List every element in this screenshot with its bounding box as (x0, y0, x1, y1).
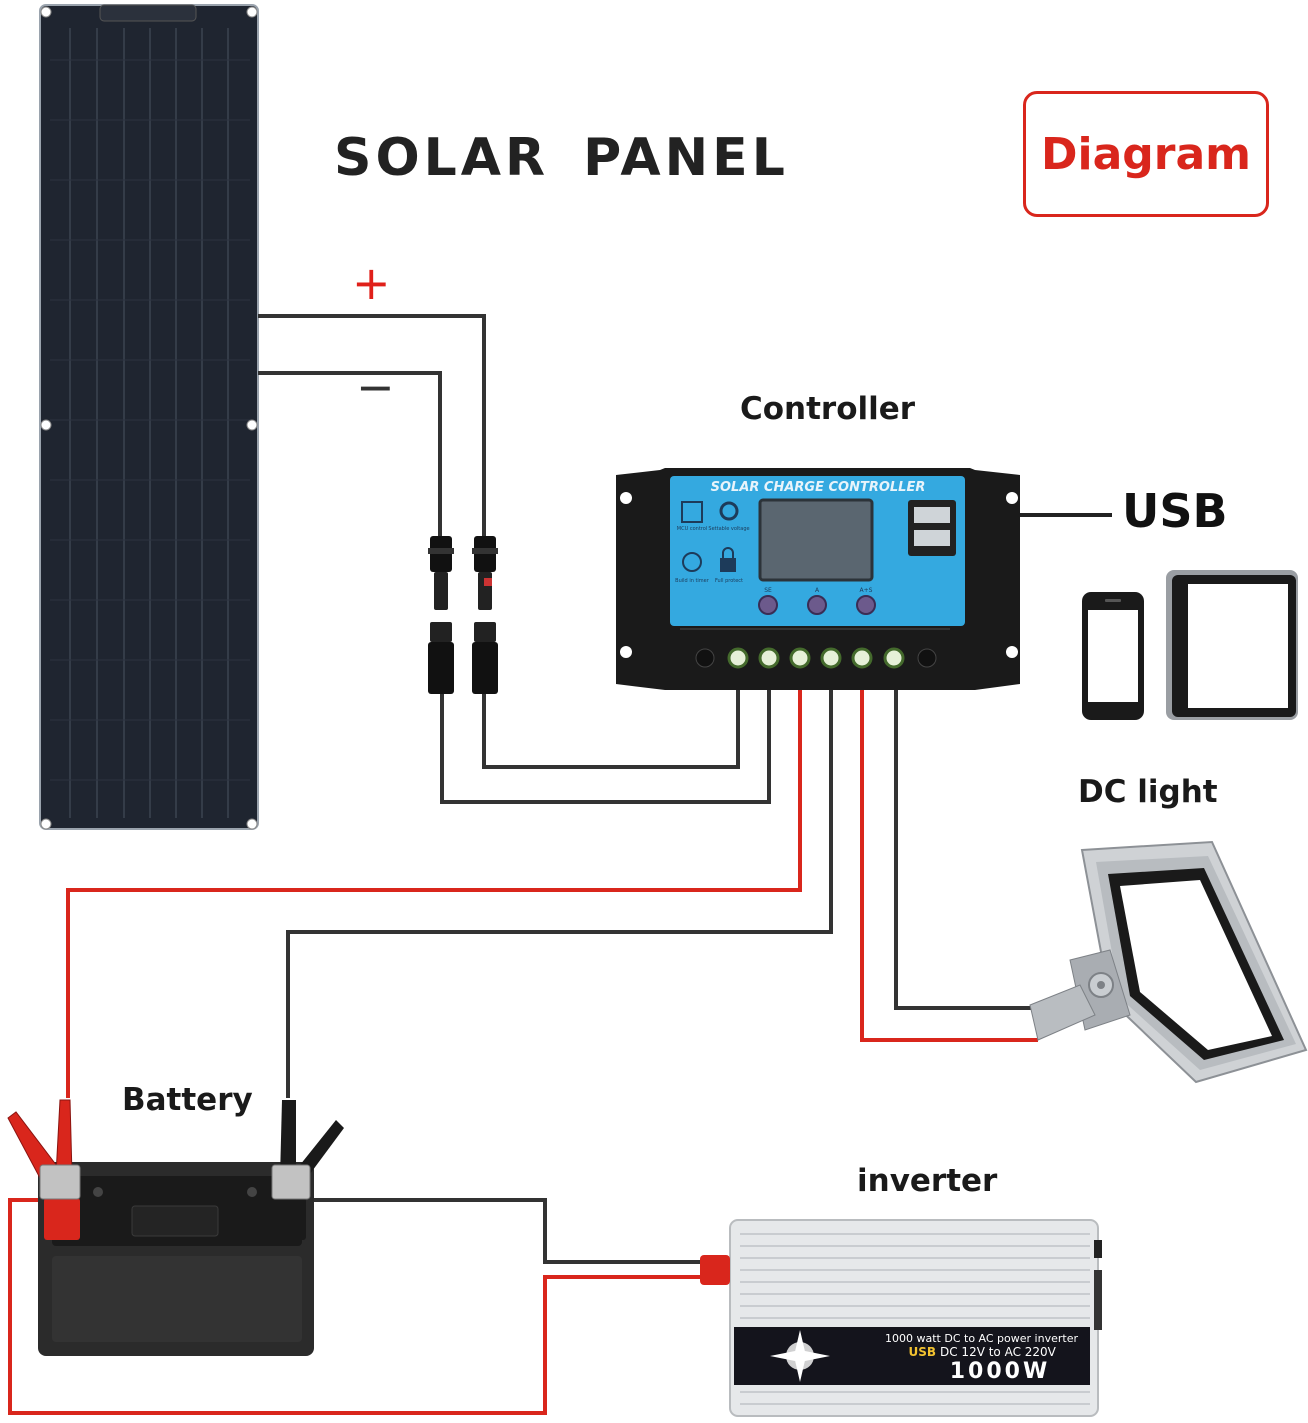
battery-label: Battery (122, 1082, 253, 1118)
smartphone (1082, 592, 1144, 720)
button-label: SE (764, 587, 772, 594)
mc4-connectors (428, 536, 498, 694)
battery (38, 1162, 314, 1356)
negative-sign: − (356, 360, 395, 414)
chip-icon (681, 501, 703, 523)
solar-panel (39, 4, 259, 830)
page-title: SOLAR PANEL (334, 128, 789, 188)
negative-terminal (272, 1198, 306, 1240)
controller-label: Controller (740, 391, 916, 427)
inverter-rating: 1000W (950, 1359, 1051, 1384)
inverter-line1: 1000 watt DC to AC power inverter (885, 1332, 1078, 1345)
positive-terminal (44, 1198, 80, 1240)
title-word: SOLAR (334, 128, 550, 188)
icon-label: Full protect (715, 578, 743, 584)
black-alligator-clip (271, 1100, 344, 1200)
wires (8, 314, 1112, 1415)
controller-header: SOLAR CHARGE CONTROLLER (711, 480, 926, 495)
button-label: A+S (860, 587, 873, 594)
icon-label: Build in timer (675, 578, 710, 584)
diagram-badge-label: Diagram (1040, 128, 1252, 180)
diagram-badge: Diagram (1023, 91, 1269, 217)
inverter-label: inverter (857, 1163, 998, 1199)
button-a (807, 595, 827, 615)
inverter-usb: USB (908, 1345, 936, 1359)
dc-input-terminal (700, 1255, 730, 1285)
lock-icon (720, 558, 736, 572)
inverter-line2: DC 12V to AC 220V (940, 1345, 1057, 1359)
button-se (758, 595, 778, 615)
power-inverter: 1000 watt DC to AC power inverter USB DC… (700, 1219, 1102, 1417)
clock-icon (682, 552, 702, 572)
usb-label: USB (1122, 484, 1228, 538)
positive-sign: + (352, 256, 391, 310)
usb-port (914, 507, 950, 523)
charge-controller: SOLAR CHARGE CONTROLLER MCU control Sett… (616, 468, 1020, 690)
tablet (1166, 570, 1298, 720)
red-alligator-clip (7, 1099, 81, 1200)
gear-icon (719, 501, 739, 521)
dc-floodlight (1029, 840, 1308, 1084)
icon-label: Settable voltage (708, 526, 749, 532)
lcd-screen (758, 498, 874, 582)
icon-label: MCU control (677, 526, 707, 532)
title-word: PANEL (583, 128, 789, 188)
button-as (856, 595, 876, 615)
usb-port (914, 530, 950, 546)
button-label: A (815, 587, 820, 594)
dc-light-label: DC light (1078, 774, 1218, 810)
